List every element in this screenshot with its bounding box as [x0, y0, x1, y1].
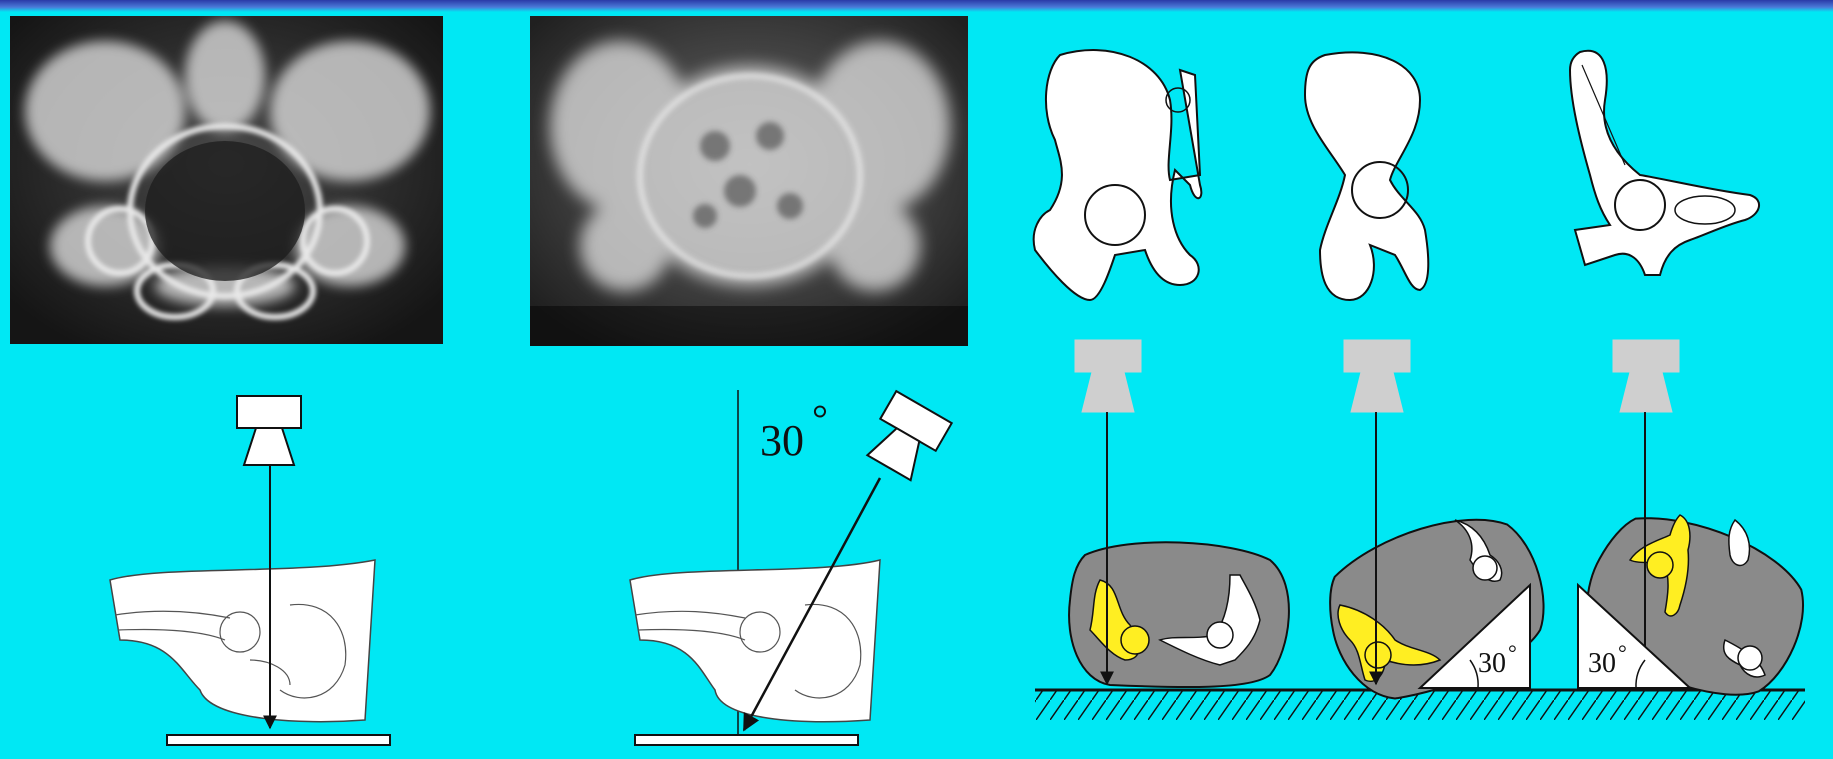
hip-bone-iliac-oblique [1570, 51, 1759, 275]
detector-plate-oblique [635, 735, 858, 745]
beam-angle-degree: ° [812, 396, 828, 441]
hip-bone-views [1034, 50, 1759, 300]
oblique-projection-setup: 30 ° [630, 390, 952, 745]
wedge-middle-degree: ° [1508, 640, 1517, 665]
pelvis-section-ap [1069, 542, 1289, 687]
wedge-right-degree: ° [1618, 640, 1627, 665]
emitter-cone-2 [1351, 372, 1403, 412]
emitter-box-2 [1344, 340, 1410, 372]
wedge-right-angle: 30 [1588, 648, 1616, 679]
wedge-middle-angle: 30 [1478, 648, 1506, 679]
ap-projection-setup [110, 396, 390, 745]
xray-tube-cone [244, 428, 294, 465]
emitters [1075, 340, 1679, 412]
detector-plate [167, 735, 390, 745]
emitter-box-3 [1613, 340, 1679, 372]
emitter-cone-3 [1620, 372, 1672, 412]
beam-angle-value: 30 [760, 416, 804, 465]
hip-bone-obturator-oblique [1305, 52, 1428, 300]
emitter-box-1 [1075, 340, 1141, 372]
emitter-cone-1 [1082, 372, 1134, 412]
patient-silhouette [110, 560, 375, 722]
patient-silhouette-oblique [630, 560, 880, 722]
xray-tube-box [237, 396, 301, 428]
